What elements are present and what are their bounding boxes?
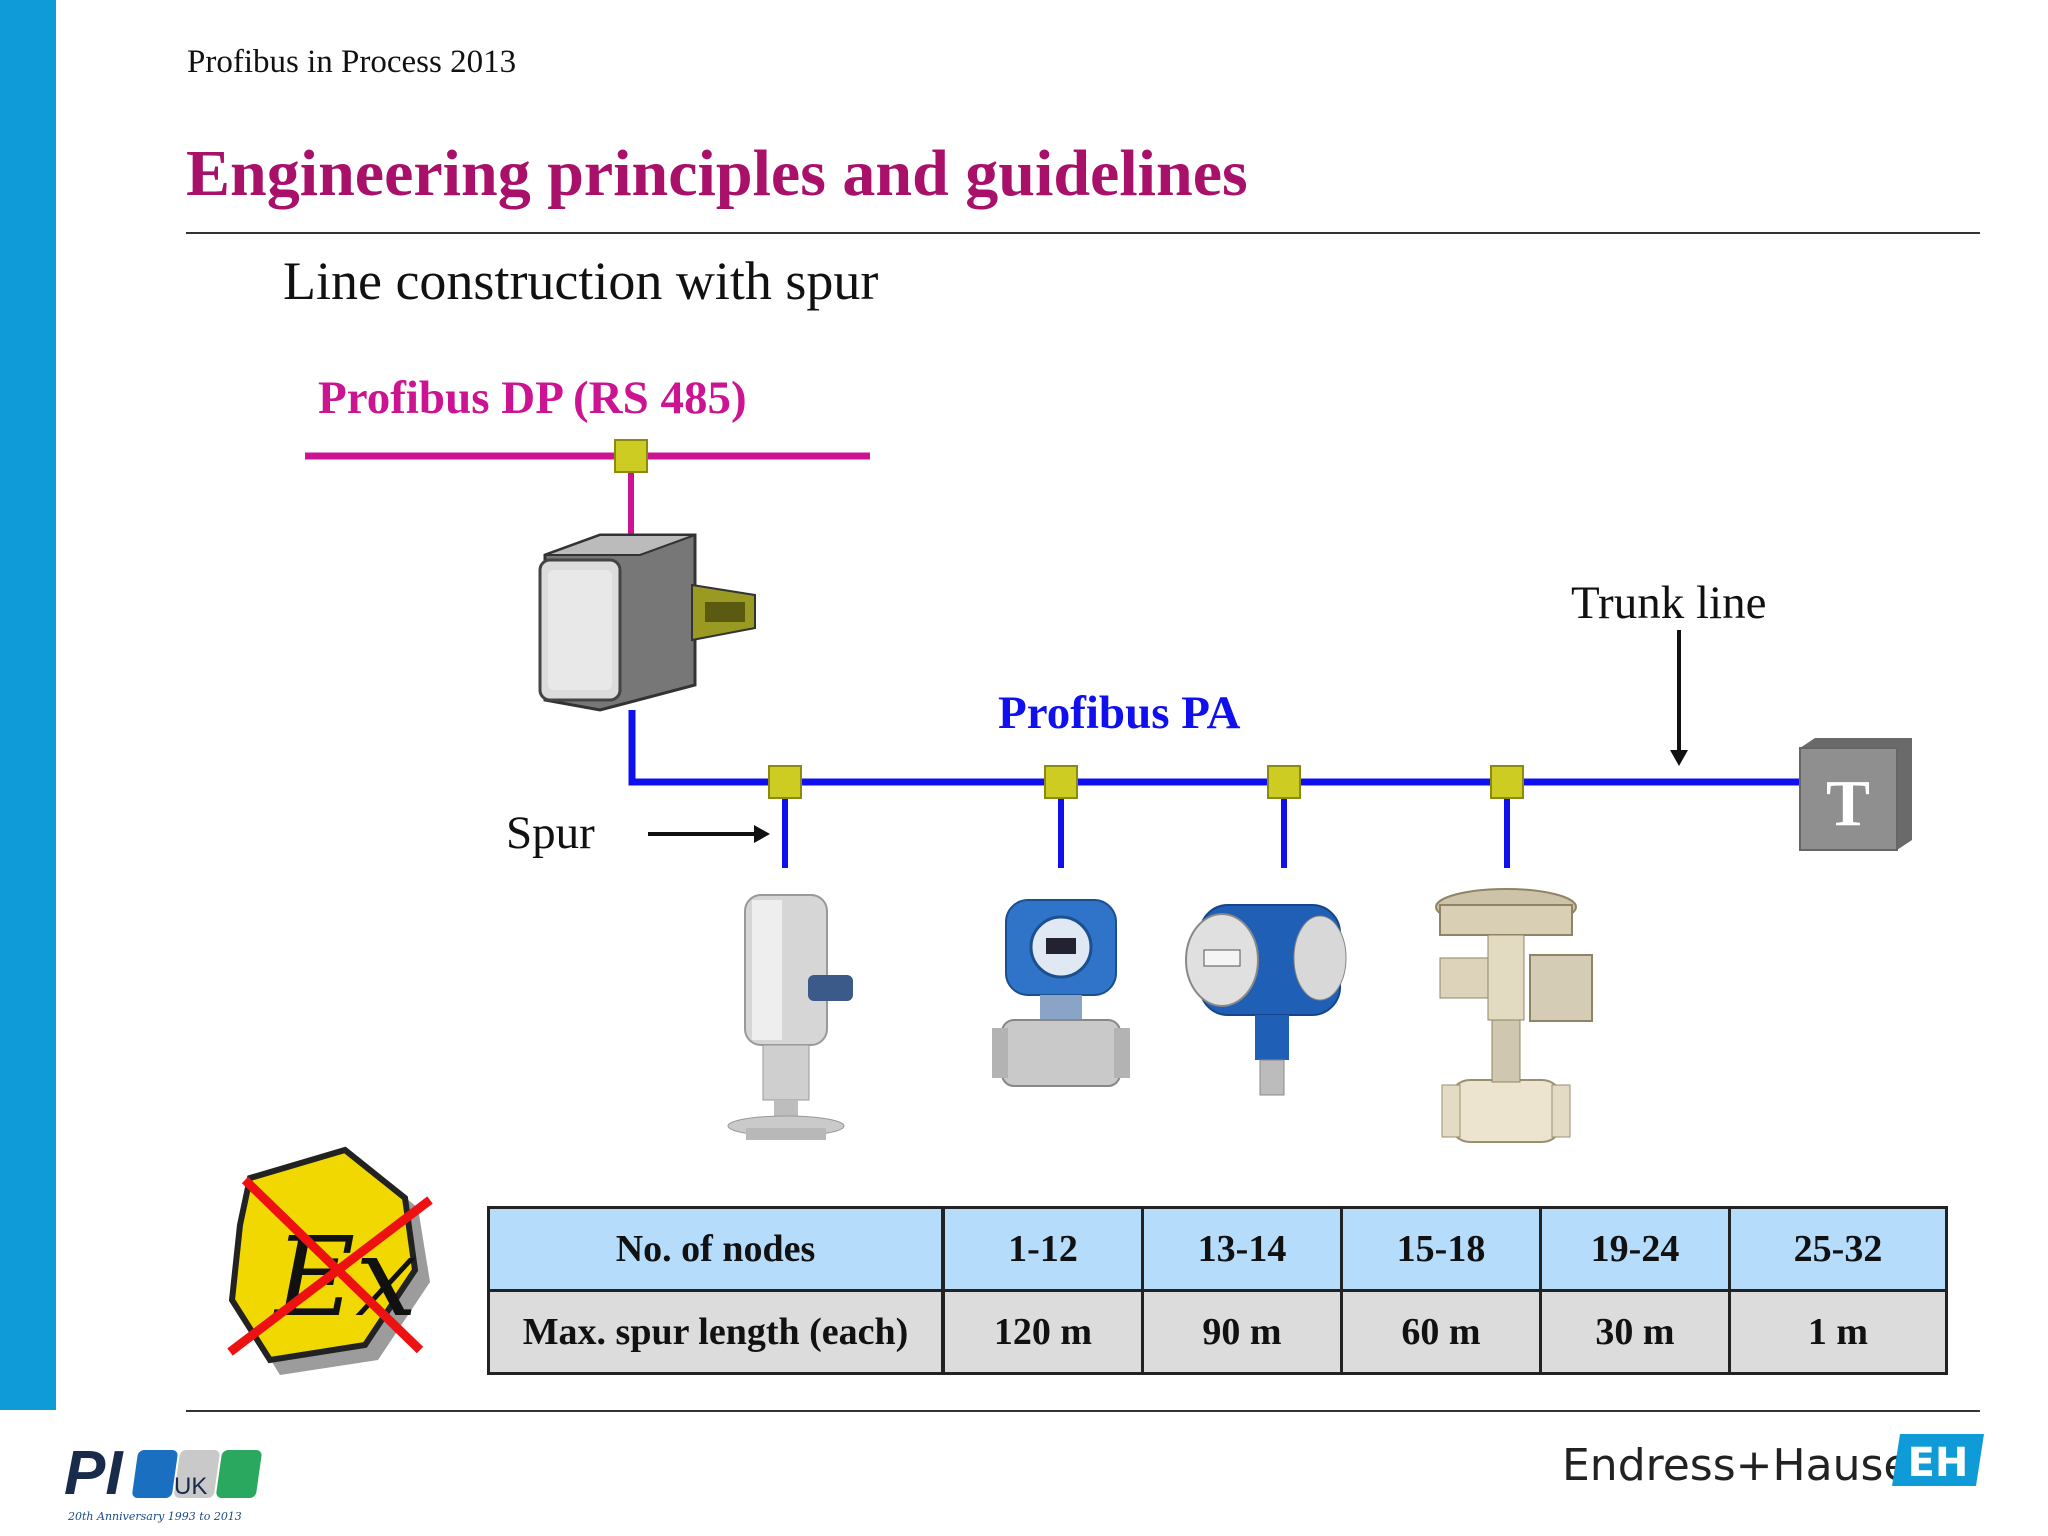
table-cell: 25-32 <box>1728 1206 1948 1292</box>
slide-header: Profibus in Process 2013 <box>187 44 517 80</box>
left-accent-bar <box>0 0 56 1410</box>
title-divider <box>186 232 1980 234</box>
table-cell: 13-14 <box>1141 1206 1343 1292</box>
table-cell: 15-18 <box>1340 1206 1542 1292</box>
profibus-pa-label: Profibus PA <box>998 687 1240 739</box>
junction-box <box>1267 765 1301 799</box>
table-cell: 1-12 <box>941 1206 1144 1292</box>
terminator-block: T <box>1799 738 1912 851</box>
table-cell: 1 m <box>1728 1289 1948 1375</box>
pi-uk-logo: PI UK 20th Anniversary 1993 to 2013 <box>64 1439 262 1523</box>
table-row: No. of nodes 1-12 13-14 15-18 19-24 25-3… <box>487 1206 1948 1292</box>
level-sensor-icon <box>727 894 853 1140</box>
trunk-arrow-head-icon <box>1670 750 1688 766</box>
pressure-transmitter-icon <box>1185 904 1347 1096</box>
profibus-dp-label: Profibus DP (RS 485) <box>318 372 747 424</box>
segment-coupler-icon <box>538 533 756 712</box>
dp-coupler-node <box>614 439 648 473</box>
row-header-nodes: No. of nodes <box>487 1206 945 1292</box>
endress-hauser-logo-text: Endress+Hauser <box>1562 1440 1929 1491</box>
junction-box <box>1490 765 1524 799</box>
table-cell: 120 m <box>941 1289 1144 1375</box>
svg-text:UK: UK <box>174 1473 207 1500</box>
junction-box <box>1044 765 1078 799</box>
control-valve-icon <box>1435 888 1593 1143</box>
svg-text:EH: EH <box>1908 1440 1969 1486</box>
trunk-line-label: Trunk line <box>1571 577 1766 629</box>
ex-zone-crossed-icon: Ex <box>227 1146 433 1375</box>
table-cell: 19-24 <box>1539 1206 1731 1292</box>
table-cell: 90 m <box>1141 1289 1343 1375</box>
row-header-spur-length: Max. spur length (each) <box>487 1289 945 1375</box>
table-cell: 30 m <box>1539 1289 1731 1375</box>
table-row: Max. spur length (each) 120 m 90 m 60 m … <box>487 1289 1948 1375</box>
junction-box <box>768 765 802 799</box>
spur-label: Spur <box>506 807 595 859</box>
spur-length-table: No. of nodes 1-12 13-14 15-18 19-24 25-3… <box>487 1206 1948 1375</box>
svg-text:20th Anniversary 1993 to 2013: 20th Anniversary 1993 to 2013 <box>67 1510 242 1523</box>
slide-title: Engineering principles and guidelines <box>186 137 1248 210</box>
terminator-label: T <box>1826 767 1870 840</box>
spur-arrow-head-icon <box>754 825 770 843</box>
table-cell: 60 m <box>1340 1289 1542 1375</box>
flowmeter-icon <box>992 899 1130 1087</box>
footer-divider <box>186 1410 1980 1412</box>
slide-subtitle: Line construction with spur <box>283 251 879 311</box>
eh-logo-mark-icon: EH <box>1892 1434 1984 1486</box>
pa-trunk-line <box>628 710 1800 786</box>
svg-text:PI: PI <box>64 1439 124 1508</box>
